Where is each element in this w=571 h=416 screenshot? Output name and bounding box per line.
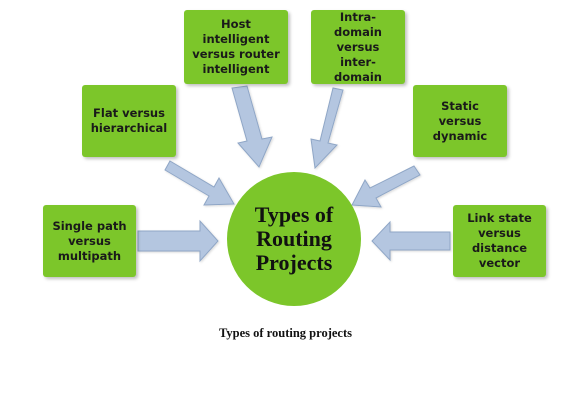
node-static: Static versus dynamic [413, 85, 507, 157]
node-link-state: Link state versus distance vector [453, 205, 546, 277]
arrow-from-host [231, 85, 273, 168]
arrow-from-single-path [137, 219, 219, 263]
node-intra-domain: Intra-domain versus inter- domain [311, 10, 405, 84]
node-flat: Flat versus hierarchical [82, 85, 176, 157]
node-flat-label: Flat versus hierarchical [90, 106, 168, 135]
arrow-from-intra-domain [310, 87, 344, 170]
node-static-label: Static versus dynamic [432, 98, 488, 143]
arrow-from-flat [164, 160, 235, 206]
arrow-from-static [351, 165, 421, 208]
node-intra-domain-label: Intra-domain versus inter- domain [333, 9, 382, 84]
figure-caption: Types of routing projects [219, 326, 352, 340]
node-host: Host intelligent versus router intellige… [184, 10, 288, 84]
node-host-label: Host intelligent versus router intellige… [192, 17, 280, 76]
node-link-state-label: Link state versus distance vector [467, 211, 532, 270]
node-single-path: Single path versus multipath [43, 205, 136, 277]
node-single-path-label: Single path versus multipath [52, 218, 127, 263]
arrow-from-link-state [371, 220, 451, 262]
center-node-label: Types of Routing Projects [254, 202, 334, 275]
center-node: Types of Routing Projects [227, 172, 361, 306]
